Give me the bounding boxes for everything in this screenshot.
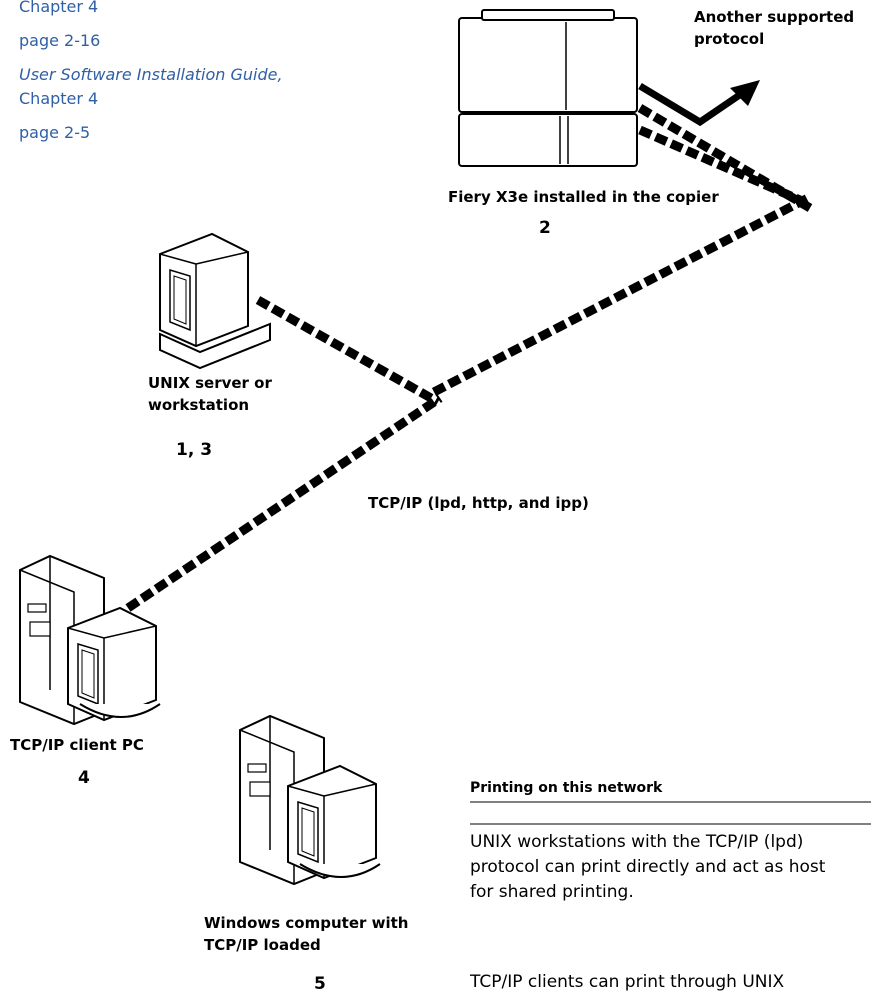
copier-step-number: 2 <box>539 218 551 238</box>
tcp-client-step-number: 4 <box>78 768 90 788</box>
panel-paragraph-1: UNIX workstations with the TCP/IP (lpd) … <box>470 832 826 902</box>
other-protocol-label: Another supported protocol <box>694 8 855 48</box>
tcp-client-label: TCP/IP client PC <box>10 736 144 754</box>
tcp-client-pc-icon <box>19 554 161 726</box>
panel-heading: Printing on this network <box>470 780 663 796</box>
cable-unix <box>255 296 441 406</box>
windows-computer-icon <box>239 714 381 886</box>
windows-step-number: 5 <box>314 974 326 994</box>
ref-chapter-4-b[interactable]: Chapter 4 <box>19 89 99 108</box>
windows-label: Windows computer with TCP/IP loaded <box>204 914 409 954</box>
ref-chapter-4-a[interactable]: Chapter 4 <box>19 0 99 16</box>
cable-backbone <box>431 194 811 396</box>
unix-step-number: 1, 3 <box>176 440 213 460</box>
ref-page-2-5[interactable]: page 2-5 <box>19 123 91 142</box>
cable-copier-b <box>638 125 802 205</box>
unix-label: UNIX server or workstation <box>148 374 272 414</box>
arrow-head-icon <box>730 80 760 106</box>
copier-icon <box>458 9 638 167</box>
ref-user-software-guide[interactable]: User Software Installation Guide, <box>19 65 283 84</box>
panel-paragraph-2: TCP/IP clients can print through UNIX <box>470 972 785 992</box>
network-protocol-label: TCP/IP (lpd, http, and ipp) <box>368 494 589 512</box>
unix-workstation-icon <box>159 233 271 370</box>
other-protocol-arrow <box>638 82 746 127</box>
copier-label: Fiery X3e installed in the copier <box>448 188 719 206</box>
cable-tcp-client <box>125 394 443 612</box>
ref-page-2-16[interactable]: page 2-16 <box>19 31 101 50</box>
